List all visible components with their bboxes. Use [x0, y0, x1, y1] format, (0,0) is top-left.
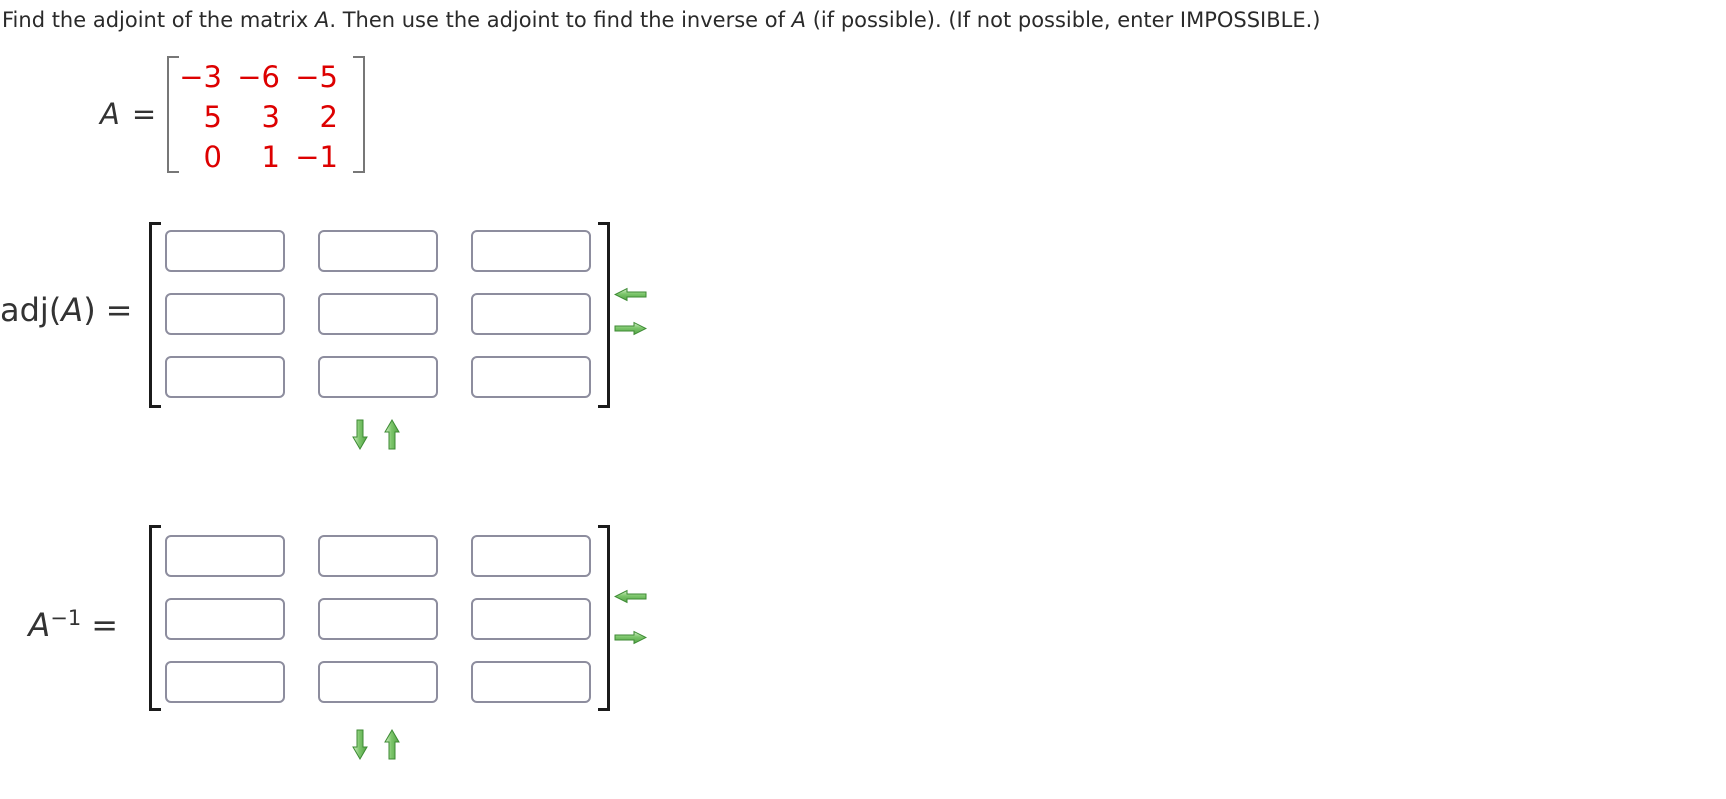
- inverse-cell-r3c1[interactable]: [165, 661, 285, 703]
- inverse-cell-r3c3[interactable]: [471, 661, 591, 703]
- inverse-var: A: [28, 606, 51, 644]
- matrix-a-value: 5: [203, 100, 222, 134]
- problem-statement: Find the adjoint of the matrix A. Then u…: [2, 5, 1321, 35]
- inverse-cell-r1c1[interactable]: [165, 535, 285, 577]
- right-bracket: [353, 56, 365, 173]
- inverse-cell-r3c2[interactable]: [318, 661, 438, 703]
- equals-sign: =: [131, 97, 157, 131]
- adjoint-var: A: [61, 291, 84, 329]
- inverse-cell-r1c3[interactable]: [471, 535, 591, 577]
- left-bracket: [167, 56, 179, 173]
- adjoint-cell-r1c2[interactable]: [318, 230, 438, 272]
- matrix-a-value: −1: [295, 140, 338, 174]
- adjoint-cell-r2c3[interactable]: [471, 293, 591, 335]
- adjoint-cell-r1c3[interactable]: [471, 230, 591, 272]
- inverse-right-arrow-icon[interactable]: [614, 630, 648, 645]
- statement-text: (if possible). (If not possible, enter I…: [806, 8, 1321, 32]
- inverse-cell-r1c2[interactable]: [318, 535, 438, 577]
- inverse-cell-r2c2[interactable]: [318, 598, 438, 640]
- adjoint-grid: [165, 230, 591, 398]
- inverse-exponent: −1: [50, 606, 82, 630]
- adjoint-label: adj(A)=: [0, 290, 132, 330]
- right-bracket: [598, 222, 610, 408]
- adjoint-cell-r2c2[interactable]: [318, 293, 438, 335]
- matrix-a-value: 3: [261, 100, 280, 134]
- adjoint-up-arrow-icon[interactable]: [384, 419, 400, 450]
- inverse-left-arrow-icon[interactable]: [613, 589, 647, 604]
- statement-var-a: A: [791, 8, 807, 32]
- adjoint-cell-r3c2[interactable]: [318, 356, 438, 398]
- matrix-a-value: −5: [295, 60, 338, 94]
- statement-var-a: A: [314, 8, 330, 32]
- statement-text: . Then use the adjoint to find the inver…: [329, 8, 792, 32]
- adjoint-label-text: adj(: [0, 291, 62, 329]
- matrix-a-var: A: [100, 97, 120, 131]
- inverse-label: A−1 =: [0, 598, 118, 645]
- adjoint-cell-r2c1[interactable]: [165, 293, 285, 335]
- right-bracket: [598, 525, 610, 711]
- equals-sign: =: [91, 606, 118, 644]
- matrix-a-value: −6: [237, 60, 280, 94]
- statement-text: Find the adjoint of the matrix: [2, 8, 315, 32]
- adjoint-label-text: ): [83, 291, 96, 329]
- inverse-down-arrow-icon[interactable]: [352, 729, 368, 760]
- adjoint-right-arrow-icon[interactable]: [614, 321, 648, 336]
- inverse-cell-r2c3[interactable]: [471, 598, 591, 640]
- adjoint-left-arrow-icon[interactable]: [613, 287, 647, 302]
- matrix-a-values: −3 −6 −5 5 3 2 0 1 −1: [164, 57, 338, 177]
- matrix-a-value: 1: [261, 140, 280, 174]
- inverse-grid: [165, 535, 591, 703]
- matrix-a-label: A=: [100, 98, 156, 130]
- inverse-up-arrow-icon[interactable]: [384, 729, 400, 760]
- adjoint-cell-r3c1[interactable]: [165, 356, 285, 398]
- adjoint-cell-r1c1[interactable]: [165, 230, 285, 272]
- matrix-a-value: 0: [203, 140, 222, 174]
- matrix-a-value: 2: [319, 100, 338, 134]
- adjoint-cell-r3c3[interactable]: [471, 356, 591, 398]
- left-bracket: [149, 525, 161, 711]
- equals-sign: =: [105, 291, 133, 329]
- inverse-cell-r2c1[interactable]: [165, 598, 285, 640]
- adjoint-down-arrow-icon[interactable]: [352, 419, 368, 450]
- matrix-a-value: −3: [179, 60, 222, 94]
- left-bracket: [149, 222, 161, 408]
